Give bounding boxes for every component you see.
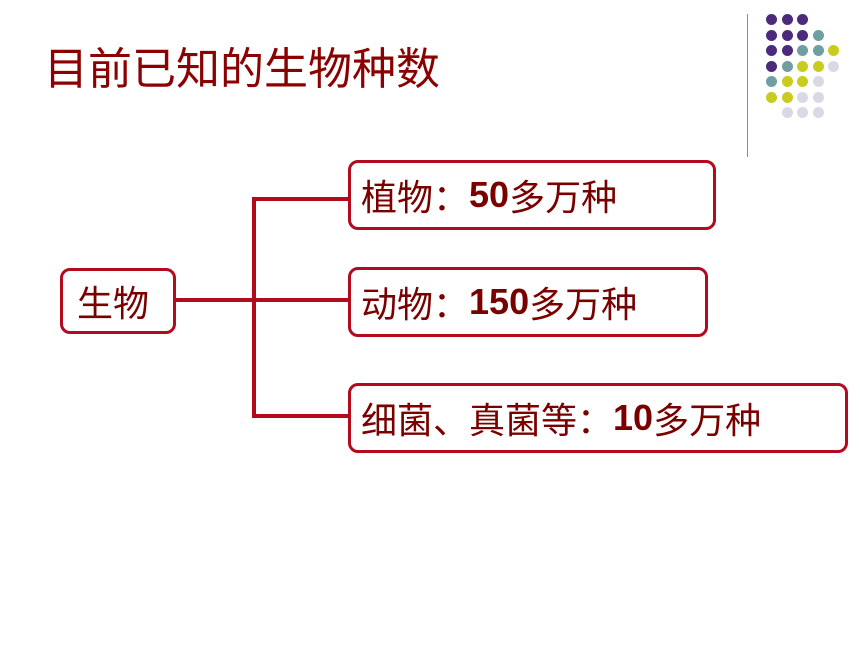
decorative-dot bbox=[797, 14, 808, 25]
branch-count: 150 bbox=[469, 281, 530, 322]
decorative-dot bbox=[781, 76, 793, 87]
decorative-dot bbox=[781, 91, 793, 103]
decorative-dot bbox=[781, 14, 793, 25]
decorative-divider bbox=[747, 14, 748, 157]
connector-vertical bbox=[252, 197, 256, 418]
branch-name: 植物 bbox=[361, 178, 434, 219]
decorative-dot bbox=[812, 76, 824, 87]
decorative-dot bbox=[812, 45, 824, 56]
connector-root-horizontal bbox=[176, 298, 348, 302]
decorative-dot bbox=[812, 29, 824, 41]
decorative-dot bbox=[766, 91, 777, 103]
branch-separator: ： bbox=[433, 285, 470, 326]
branch-unit: 多万种 bbox=[653, 401, 762, 442]
decorative-dot bbox=[781, 29, 793, 41]
decorative-dot bbox=[828, 45, 839, 56]
branch-count: 10 bbox=[613, 397, 654, 438]
decorative-dot bbox=[766, 45, 777, 56]
decorative-dot bbox=[797, 76, 808, 87]
branch-separator: ： bbox=[433, 178, 470, 219]
decorative-dot bbox=[812, 60, 824, 72]
decorative-dot bbox=[797, 91, 808, 103]
decorative-dot bbox=[797, 45, 808, 56]
root-node-label: 生物 bbox=[77, 284, 150, 325]
decorative-dot bbox=[797, 29, 808, 41]
decorative-dot bbox=[766, 14, 777, 25]
branch-name: 细菌、真菌等 bbox=[361, 401, 578, 442]
root-node: 生物 bbox=[60, 268, 176, 334]
branch-separator: ： bbox=[577, 401, 614, 442]
decorative-dot bbox=[781, 107, 793, 118]
decorative-dot bbox=[766, 76, 777, 87]
branch-name: 动物 bbox=[361, 285, 434, 326]
branch-count: 50 bbox=[469, 174, 510, 215]
decorative-dot bbox=[797, 60, 808, 72]
decorative-dot bbox=[828, 60, 839, 72]
decorative-dot bbox=[812, 107, 824, 118]
branch-unit: 多万种 bbox=[529, 285, 638, 326]
decorative-dot bbox=[781, 45, 793, 56]
connector-branch-1 bbox=[252, 197, 348, 201]
decorative-dot bbox=[766, 29, 777, 41]
slide-title: 目前已知的生物种数 bbox=[44, 44, 440, 95]
decorative-dot bbox=[781, 60, 793, 72]
decorative-dot bbox=[766, 60, 777, 72]
decorative-dot bbox=[812, 91, 824, 103]
connector-branch-3 bbox=[252, 414, 348, 418]
decorative-dot bbox=[797, 107, 808, 118]
branch-unit: 多万种 bbox=[509, 178, 618, 219]
